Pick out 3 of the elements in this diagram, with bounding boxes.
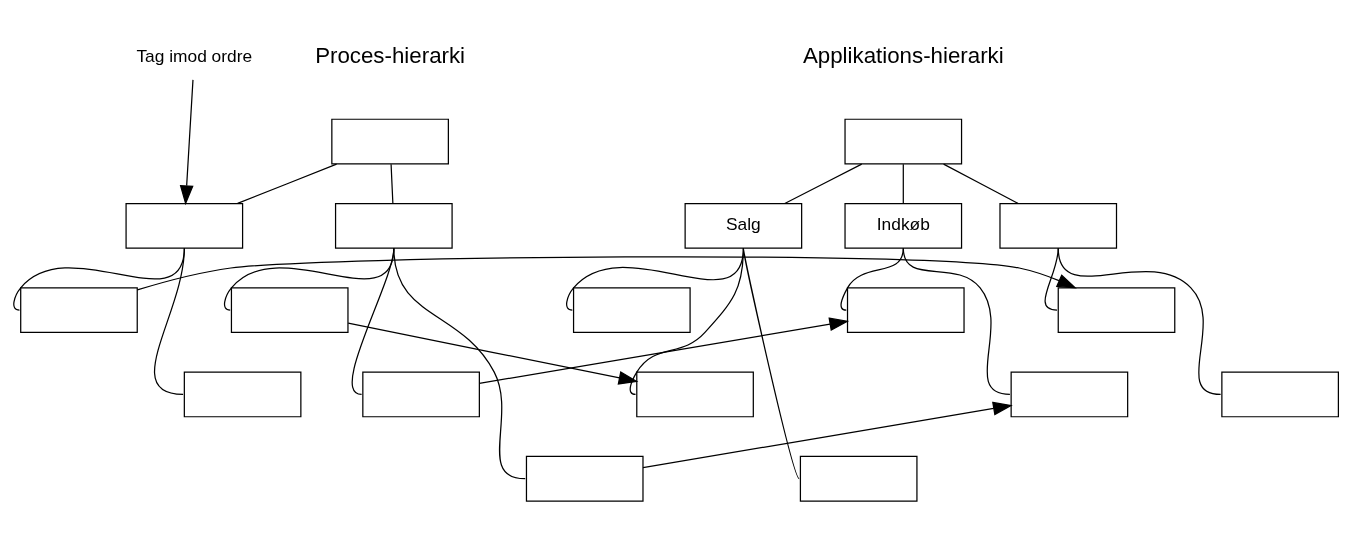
node-text: Tag imod ordre <box>136 45 253 66</box>
label: Applikations-hierarki <box>802 42 1004 68</box>
label: Proces-hierarki <box>315 42 466 68</box>
